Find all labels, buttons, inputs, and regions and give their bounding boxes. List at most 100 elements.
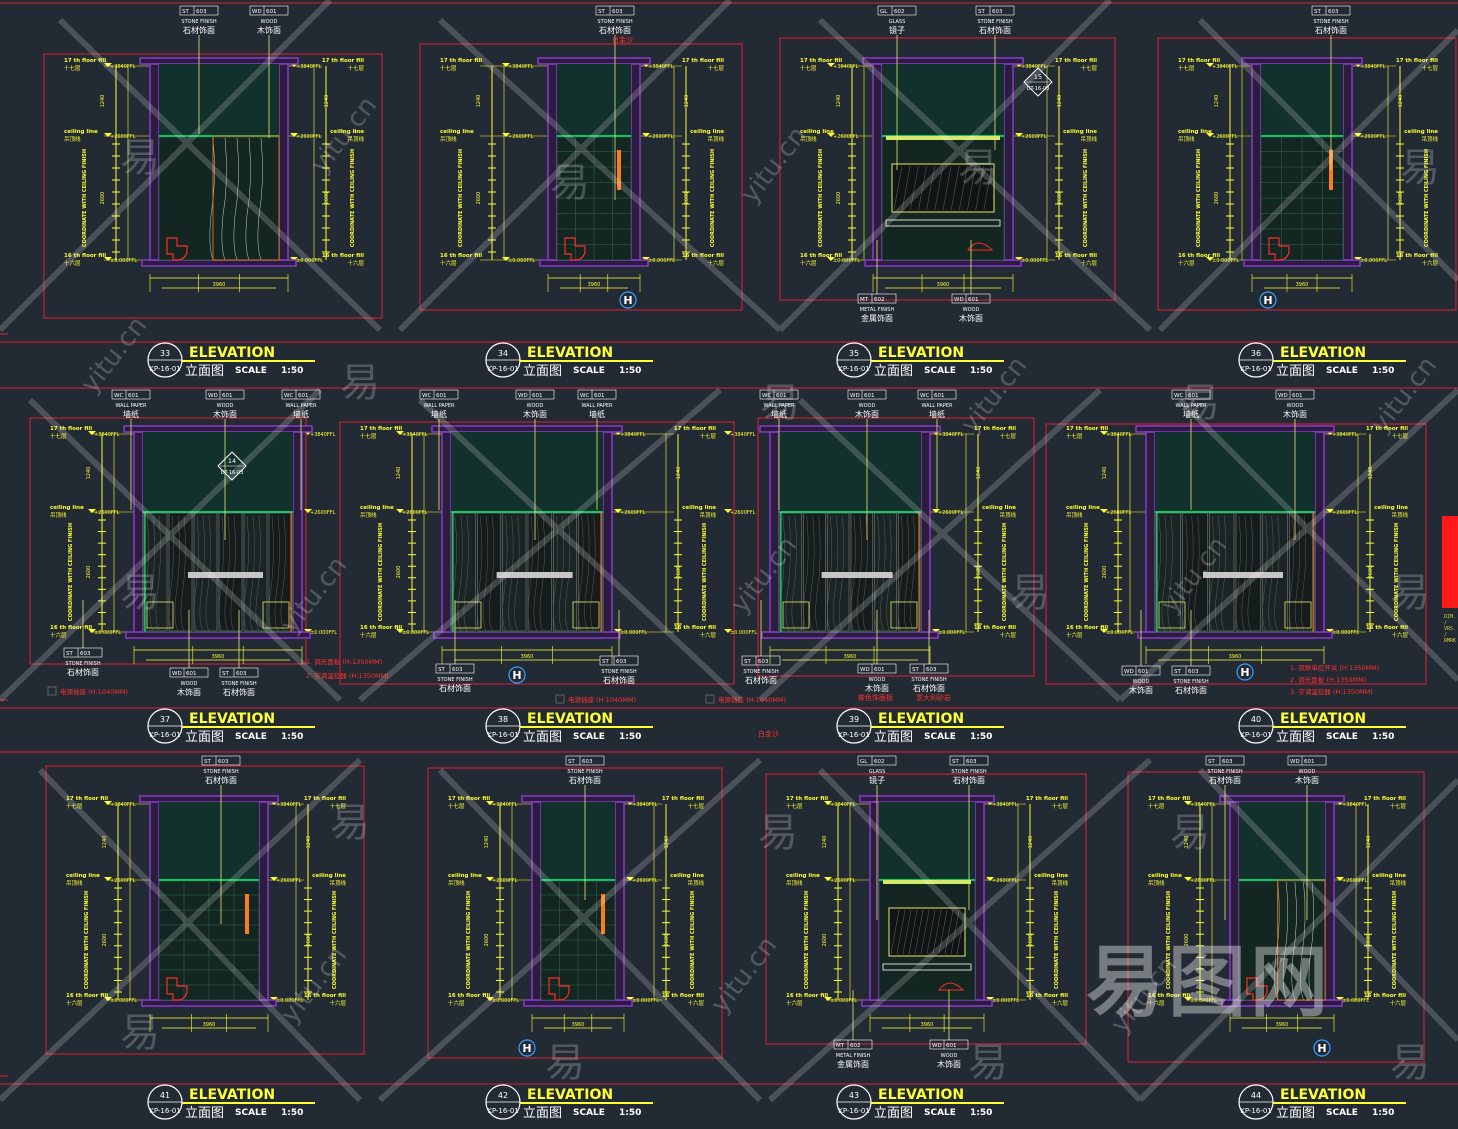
level-arrow [642, 257, 650, 261]
tag-box [565, 755, 605, 766]
tag-chinese: 石材饰面 [599, 25, 631, 35]
floor16-cn: 十六层 [786, 999, 803, 1007]
level-mark: ±0.000FFL [94, 630, 121, 636]
level-arrow [104, 257, 112, 261]
floor17-label: 17 th floor fill [50, 426, 92, 432]
tag-chinese: 墙纸 [123, 409, 139, 419]
tag-number: 603 [926, 667, 937, 673]
level-mark: +2600FFL [402, 510, 428, 516]
elevation-number: 41 [160, 1091, 170, 1100]
ceiling-cn: 吊顶线 [999, 511, 1016, 519]
watermark-stroke [0, 757, 363, 1103]
slab-bottom [141, 999, 277, 1007]
elevation-title-cn: 立面图 [523, 364, 562, 379]
panel-grain [477, 515, 483, 632]
panel-grain [483, 515, 489, 632]
level-arrow [932, 509, 940, 513]
level-mark: +3840FFL [1106, 432, 1132, 438]
mirror-hatch [983, 165, 993, 211]
floor16-label: 16 th floor fill [66, 993, 108, 999]
level-mark: +2600FFL [1021, 134, 1047, 140]
toilet [166, 237, 188, 261]
wall-finish [1260, 136, 1344, 261]
slab-top [759, 425, 941, 433]
tag-code: WD [518, 393, 528, 399]
watermark-stroke [1197, 17, 1458, 283]
scale-value: 1:50 [970, 1108, 992, 1118]
elevation-title: ELEVATION [527, 711, 613, 727]
slab-bottom [539, 259, 649, 267]
panel-grain [809, 515, 815, 632]
ceiling-cn: 吊顶线 [1080, 135, 1097, 143]
bottom-dimension: 3960 [1229, 1014, 1335, 1032]
tag-english: STONE FINISH [567, 769, 602, 775]
tag-code: WC [580, 393, 589, 399]
bottom-dimension: 3960 [149, 1014, 269, 1032]
slab-top [1219, 795, 1345, 803]
level-mark: ±0.000FFL [508, 258, 535, 264]
floor16-cn: 十六层 [1080, 259, 1097, 267]
wood-grain [245, 137, 251, 260]
level-mark: +3840FFL [492, 802, 518, 808]
tag-chinese: 石材饰面 [439, 683, 471, 693]
dim-value: 1240 [86, 467, 92, 480]
level-arrow [1336, 997, 1344, 1001]
watermark-stroke [358, 387, 722, 703]
bottom-dimension: 3960 [869, 1014, 985, 1032]
tag-code: ST [66, 651, 73, 657]
grid-label: H [1263, 294, 1272, 307]
watermark-stroke [437, 17, 783, 333]
tag-code: WD [1290, 759, 1300, 765]
tag-number: 601 [968, 297, 979, 303]
side-table [572, 601, 600, 629]
tag-english: WOOD [217, 403, 234, 409]
level-mark: +3840FFL [938, 432, 964, 438]
tag-chinese: 木饰面 [865, 683, 889, 693]
light-strip [883, 880, 971, 884]
dim-value: 2600 [1184, 934, 1190, 947]
tag-code: ST [438, 667, 445, 673]
plenum [1261, 64, 1343, 136]
tag-number: 601 [222, 393, 233, 399]
dim-value: 2600 [976, 566, 982, 579]
dim-value: 1240 [822, 836, 828, 849]
level-mark: ±0.000FFL [296, 258, 323, 264]
callout-sheet: DT-16-03 [1027, 86, 1050, 92]
mirror-hatch [896, 909, 906, 955]
ceiling-cn: 吊顶线 [440, 135, 457, 143]
slab-top [1135, 425, 1335, 433]
tag-number: 603 [758, 659, 769, 665]
level-mark: +2600FFL [1342, 878, 1368, 884]
switch-note: 2. 调光面板 (H:1350MM) [1290, 675, 1366, 684]
side-note: COORDINATE WITH CEILING FINISH [350, 149, 356, 247]
level-mark: ±0.000FFL [1106, 630, 1133, 636]
tag-number: 603 [196, 9, 207, 15]
tag-code: WC [920, 393, 929, 399]
dim-value: 1240 [1184, 836, 1190, 849]
wall-right [614, 801, 625, 1001]
tag-number: 602 [874, 297, 885, 303]
vanity-top [885, 219, 1001, 227]
mirror-hatch [942, 165, 952, 211]
side-note: COORDINATE WITH CEILING FINISH [378, 523, 384, 621]
wood-grain [1291, 881, 1297, 1000]
viewport-frame [29, 417, 307, 665]
floor17-cn: 十七层 [440, 64, 457, 72]
annotations: 白金沙白金沙橡色饰面板意大利砂岩电源插座 (H:1040MM)电源插座 (H:1… [47, 35, 1379, 738]
slab-bottom [761, 631, 939, 639]
side-note: COORDINATE WITH CEILING FINISH [1166, 891, 1172, 989]
level-mark: +3840FFL [94, 432, 120, 438]
level-mark: +3840FFL [830, 802, 856, 808]
dim-value: 3960 [588, 282, 601, 288]
side-note: COORDINATE WITH CEILING FINISH [702, 523, 708, 621]
floor16-label: 16 th floor fill [1026, 993, 1068, 999]
